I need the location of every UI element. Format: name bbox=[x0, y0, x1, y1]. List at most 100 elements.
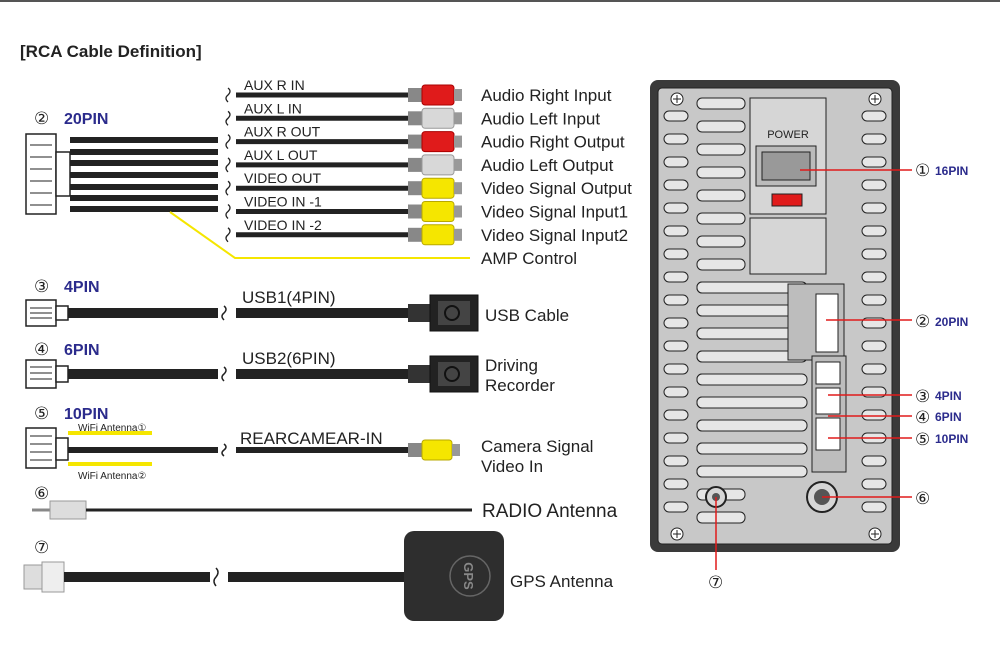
radio-plug-icon bbox=[32, 500, 87, 520]
vent-slot-inner bbox=[696, 511, 746, 524]
usb2-wire-label: USB2(6PIN) bbox=[242, 349, 336, 368]
wire-break-mark bbox=[225, 227, 231, 243]
vent-slot-inner bbox=[696, 166, 746, 179]
usb-plug-icon bbox=[408, 294, 479, 332]
gps-group: ⑦ GPS GPS Antenna bbox=[23, 531, 614, 621]
rca-wire-label: VIDEO OUT bbox=[244, 170, 321, 186]
radio-group: ⑥ RADIO Antenna bbox=[32, 484, 618, 522]
amp-control-wire bbox=[169, 211, 470, 259]
vent-slot-left bbox=[663, 317, 689, 329]
rca-wire-label: AUX R OUT bbox=[244, 124, 321, 140]
unit-callouts: ① 16PIN ② 20PIN ③ 4PIN ④ 6PIN ⑤ 10PIN ⑥ … bbox=[708, 161, 968, 592]
wire-break-mark bbox=[225, 134, 231, 150]
vent-slot-wide bbox=[696, 373, 808, 386]
vent-slot-right bbox=[861, 340, 887, 352]
vent-slot-wide bbox=[696, 465, 808, 478]
vent-slot-left bbox=[663, 294, 689, 306]
power-fuse bbox=[771, 193, 803, 207]
vent-slot-right bbox=[861, 455, 887, 467]
vent-slot-right bbox=[861, 225, 887, 237]
rca-wire-row: VIDEO IN -2 Video Signal Input2 bbox=[225, 217, 628, 246]
callout-radio-number: ⑥ bbox=[915, 489, 930, 508]
rca-wire-label: AUX R IN bbox=[244, 77, 305, 93]
connector-10pin-group: ⑤ 10PIN WiFi Antenna① WiFi Antenna② REAR… bbox=[25, 404, 593, 482]
connector-4pin-number: ③ bbox=[34, 277, 49, 296]
vent-slot-left bbox=[663, 225, 689, 237]
vent-slot-right bbox=[861, 363, 887, 375]
rca-wire-desc: Video Signal Input2 bbox=[481, 226, 628, 245]
connector-4pin-icon bbox=[25, 299, 69, 327]
vent-slot-right bbox=[861, 156, 887, 168]
camera-wire-label: REARCAMEAR-IN bbox=[240, 429, 383, 448]
vent-slot-left bbox=[663, 432, 689, 444]
connector-6pin-label: 6PIN bbox=[64, 342, 100, 359]
rca-wire-label: VIDEO IN -2 bbox=[244, 217, 322, 233]
gps-plug-icon bbox=[23, 561, 65, 593]
rca-wire-desc: Audio Left Output bbox=[481, 156, 614, 175]
wire-break-mark bbox=[225, 180, 231, 196]
vent-slot-left bbox=[663, 202, 689, 214]
gps-antenna-icon: GPS bbox=[404, 531, 504, 621]
port-4pin bbox=[815, 361, 841, 385]
radio-desc: RADIO Antenna bbox=[482, 501, 618, 522]
connector-4pin-label: 4PIN bbox=[64, 279, 100, 296]
rca-plug-red-icon bbox=[408, 131, 462, 153]
vent-slot-inner bbox=[696, 212, 746, 225]
vent-slot-left bbox=[663, 386, 689, 398]
vent-slot-right bbox=[861, 179, 887, 191]
page-title: [RCA Cable Definition] bbox=[20, 42, 202, 61]
camera-desc-line1: Camera Signal bbox=[481, 437, 593, 456]
usb2-desc-line1: Driving bbox=[485, 356, 538, 375]
wire-break-mark bbox=[225, 203, 231, 219]
wire-break-mark bbox=[225, 157, 231, 173]
callout-16pin-number: ① bbox=[915, 161, 930, 180]
connector-20pin-icon bbox=[25, 133, 71, 215]
usb1-cable-break bbox=[221, 305, 227, 321]
vent-slot-wide bbox=[696, 419, 808, 432]
rca-plug-yellow-icon bbox=[408, 201, 462, 222]
head-unit-back: POWER bbox=[650, 80, 900, 552]
rca-wire-label: VIDEO IN -1 bbox=[244, 194, 322, 210]
usb2-plug-icon bbox=[408, 355, 479, 393]
usb2-desc-line2: Recorder bbox=[485, 376, 555, 395]
vent-slot-right bbox=[861, 271, 887, 283]
vent-slot-right bbox=[861, 110, 887, 122]
vent-slots bbox=[663, 97, 887, 524]
vent-slot-left bbox=[663, 110, 689, 122]
vent-slot-wide bbox=[696, 442, 808, 455]
callout-20pin-label: 20PIN bbox=[935, 315, 968, 329]
callout-4pin-number: ③ bbox=[915, 387, 930, 406]
callout-20pin-number: ② bbox=[915, 312, 930, 331]
usb1-desc: USB Cable bbox=[485, 306, 569, 325]
rca-plug-white-icon bbox=[408, 107, 462, 129]
gps-desc: GPS Antenna bbox=[510, 572, 614, 591]
vent-slot-right bbox=[861, 133, 887, 145]
power-label: POWER bbox=[767, 129, 809, 141]
wifi-antenna-1-label: WiFi Antenna① bbox=[78, 423, 146, 434]
vent-slot-left bbox=[663, 179, 689, 191]
power-connector-slot bbox=[761, 151, 811, 181]
vent-slot-left bbox=[663, 340, 689, 352]
callout-10pin-label: 10PIN bbox=[935, 432, 968, 446]
wire-break-mark bbox=[225, 87, 231, 103]
vent-slot-right bbox=[861, 294, 887, 306]
vent-slot-inner bbox=[696, 143, 746, 156]
rca-wire-desc: Audio Left Input bbox=[481, 109, 600, 128]
vent-slot-left bbox=[663, 271, 689, 283]
callout-6pin-label: 6PIN bbox=[935, 410, 962, 424]
connector-20pin-label: 20PIN bbox=[64, 111, 108, 128]
rca-wire-desc: Audio Right Input bbox=[481, 86, 612, 105]
vent-slot-left bbox=[663, 133, 689, 145]
camera-desc-line2: Video In bbox=[481, 457, 543, 476]
rca-wire-row: AUX L OUT Audio Left Output bbox=[225, 147, 614, 176]
rca-wire-label: AUX L OUT bbox=[244, 147, 318, 163]
port-10pin bbox=[815, 417, 841, 451]
vent-slot-right bbox=[861, 202, 887, 214]
callout-4pin-label: 4PIN bbox=[935, 389, 962, 403]
rca-wire-row: AUX R IN Audio Right Input bbox=[225, 77, 612, 106]
callout-6pin-number: ④ bbox=[915, 408, 930, 427]
